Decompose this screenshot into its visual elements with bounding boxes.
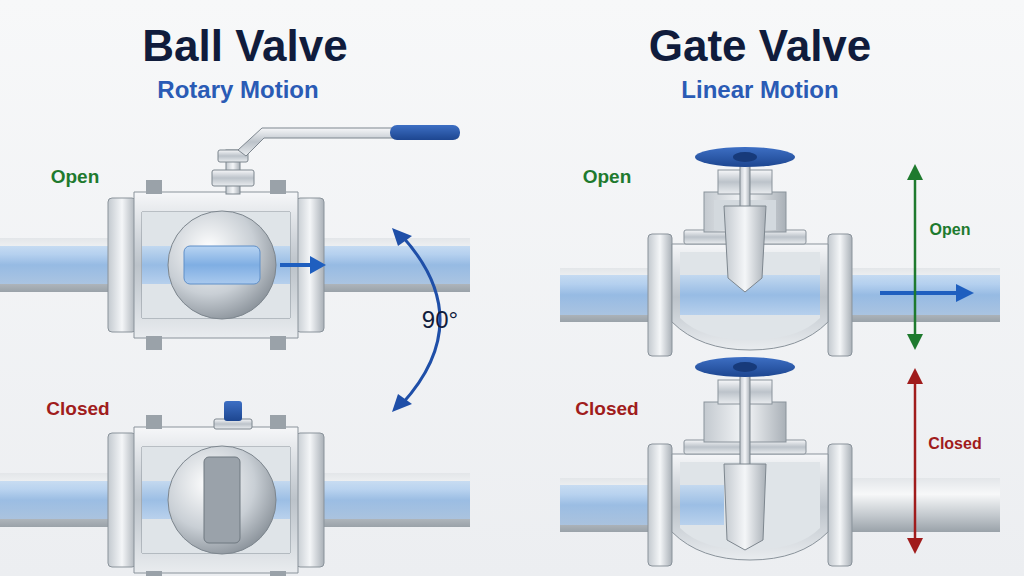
gate-valve-closed-part bbox=[695, 357, 795, 377]
ball-valve-closed-part bbox=[146, 571, 162, 576]
rotation-arrow-part bbox=[392, 228, 412, 246]
gate-valve-open bbox=[560, 147, 1000, 356]
ball-valve-closed-part bbox=[224, 401, 242, 421]
closed-travel-arrow-part bbox=[914, 382, 917, 540]
rotation-arrow-part bbox=[392, 394, 412, 412]
ball-valve-open-part bbox=[0, 246, 470, 284]
ball-valve-open-part bbox=[270, 336, 286, 350]
gate-valve-closed-part bbox=[724, 464, 766, 550]
ball-valve-closed-part bbox=[134, 427, 298, 573]
gate-valve-closed-part bbox=[560, 478, 660, 532]
gate-valve-closed bbox=[560, 357, 1000, 566]
ball-valve-open-part bbox=[184, 246, 260, 284]
open-travel-arrow-part bbox=[907, 164, 923, 180]
section-subheading: Linear Motion bbox=[681, 77, 838, 103]
gate-valve-open-part bbox=[880, 291, 958, 295]
gate-valve-closed-part bbox=[560, 485, 660, 525]
gate-valve-open-part bbox=[828, 234, 852, 356]
section-subheading: Rotary Motion bbox=[157, 77, 318, 103]
gate-valve-closed-part bbox=[648, 444, 672, 566]
state-label: Closed bbox=[575, 399, 638, 420]
gate-valve-closed-part bbox=[680, 462, 820, 550]
ball-valve-closed-part bbox=[204, 457, 240, 543]
travel-label: Closed bbox=[928, 435, 981, 453]
ball-valve-open-part bbox=[142, 212, 290, 318]
angle-label: 90° bbox=[422, 307, 458, 333]
ball-valve-closed-part bbox=[168, 446, 276, 554]
gate-valve-open-part bbox=[733, 152, 757, 162]
ball-valve-open bbox=[0, 125, 470, 350]
gate-valve-open-part bbox=[956, 284, 974, 302]
travel-label: Open bbox=[930, 221, 971, 239]
gate-valve-closed-part bbox=[840, 478, 1000, 532]
state-label: Open bbox=[583, 167, 632, 188]
gate-valve-open-part bbox=[724, 206, 766, 292]
open-travel-arrow-part bbox=[914, 178, 917, 336]
ball-valve-open-part bbox=[212, 170, 254, 186]
closed-travel-arrow-part bbox=[907, 538, 923, 554]
ball-valve-open-part bbox=[390, 125, 460, 140]
closed-travel-arrow-part bbox=[907, 368, 923, 384]
gate-valve-open-part bbox=[648, 234, 672, 356]
state-label: Open bbox=[51, 167, 100, 188]
ball-valve-open-part bbox=[134, 192, 298, 338]
ball-valve-closed-part bbox=[142, 447, 290, 553]
ball-valve-open-part bbox=[108, 198, 136, 332]
ball-valve-open-part bbox=[280, 263, 312, 267]
ball-valve-closed-part bbox=[296, 433, 324, 567]
ball-valve-closed bbox=[0, 401, 470, 576]
ball-valve-closed-part bbox=[270, 571, 286, 576]
gate-valve-closed-part bbox=[672, 454, 828, 560]
section-heading: Ball Valve bbox=[142, 22, 347, 70]
ball-valve-open-part bbox=[146, 336, 162, 350]
ball-valve-open-part bbox=[168, 211, 276, 319]
gate-valve-closed-part bbox=[680, 485, 724, 525]
gate-valve-open-part bbox=[695, 147, 795, 167]
gate-valve-open-part bbox=[560, 275, 1000, 315]
state-label: Closed bbox=[46, 399, 109, 420]
ball-valve-closed-part bbox=[146, 415, 162, 429]
ball-valve-closed-part bbox=[108, 433, 136, 567]
ball-valve-open-part bbox=[310, 256, 326, 274]
open-travel-arrow-part bbox=[907, 334, 923, 350]
ball-valve-closed-part bbox=[270, 415, 286, 429]
open-travel-arrow bbox=[907, 164, 923, 350]
gate-valve-closed-part bbox=[828, 444, 852, 566]
gate-valve-closed-part bbox=[733, 362, 757, 372]
ball-valve-open-part bbox=[270, 180, 286, 194]
closed-travel-arrow bbox=[907, 368, 923, 554]
section-heading: Gate Valve bbox=[649, 22, 872, 70]
ball-valve-open-part bbox=[146, 180, 162, 194]
